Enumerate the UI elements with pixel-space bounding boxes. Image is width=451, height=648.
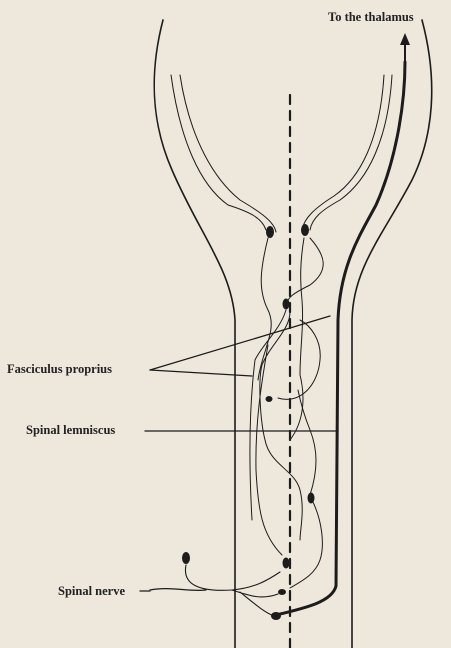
cell-body [278, 589, 286, 595]
fiber-nerve-b [232, 590, 278, 597]
cell-body [308, 493, 315, 504]
cell-body [301, 224, 309, 236]
leader-fasciculus-2 [150, 370, 252, 376]
cell-body [266, 226, 274, 238]
fiber-upper-right-a [310, 75, 392, 230]
leader-fasciculus-1 [150, 316, 330, 370]
cell-body [266, 396, 273, 402]
cell-body [182, 552, 190, 564]
fiber-nerve-a [185, 565, 280, 590]
fiber-i [298, 390, 316, 495]
fiber-h [290, 500, 322, 588]
cord-outline-right [352, 20, 432, 648]
fiber-c [290, 238, 304, 440]
thalamus-arrowhead [400, 33, 410, 45]
fiber-nerve-c [240, 592, 274, 616]
cell-body [283, 558, 290, 569]
fiber-upper-left-b [180, 75, 276, 232]
label-to-thalamus: To the thalamus [328, 11, 414, 24]
spinal-lemniscus-tract [276, 62, 405, 615]
label-spinal-nerve: Spinal nerve [58, 585, 125, 598]
cell-body [271, 612, 281, 620]
cell-body [283, 299, 290, 310]
cord-outline-left [154, 20, 235, 648]
label-fasciculus-proprius: Fasciculus proprius [7, 363, 112, 376]
fiber-d [250, 310, 286, 520]
fiber-g [278, 320, 320, 399]
label-spinal-lemniscus: Spinal lemniscus [26, 424, 115, 437]
fiber-b [288, 238, 324, 305]
spinal-nerve-root [150, 589, 206, 591]
fiber-upper-right-b [302, 75, 384, 230]
